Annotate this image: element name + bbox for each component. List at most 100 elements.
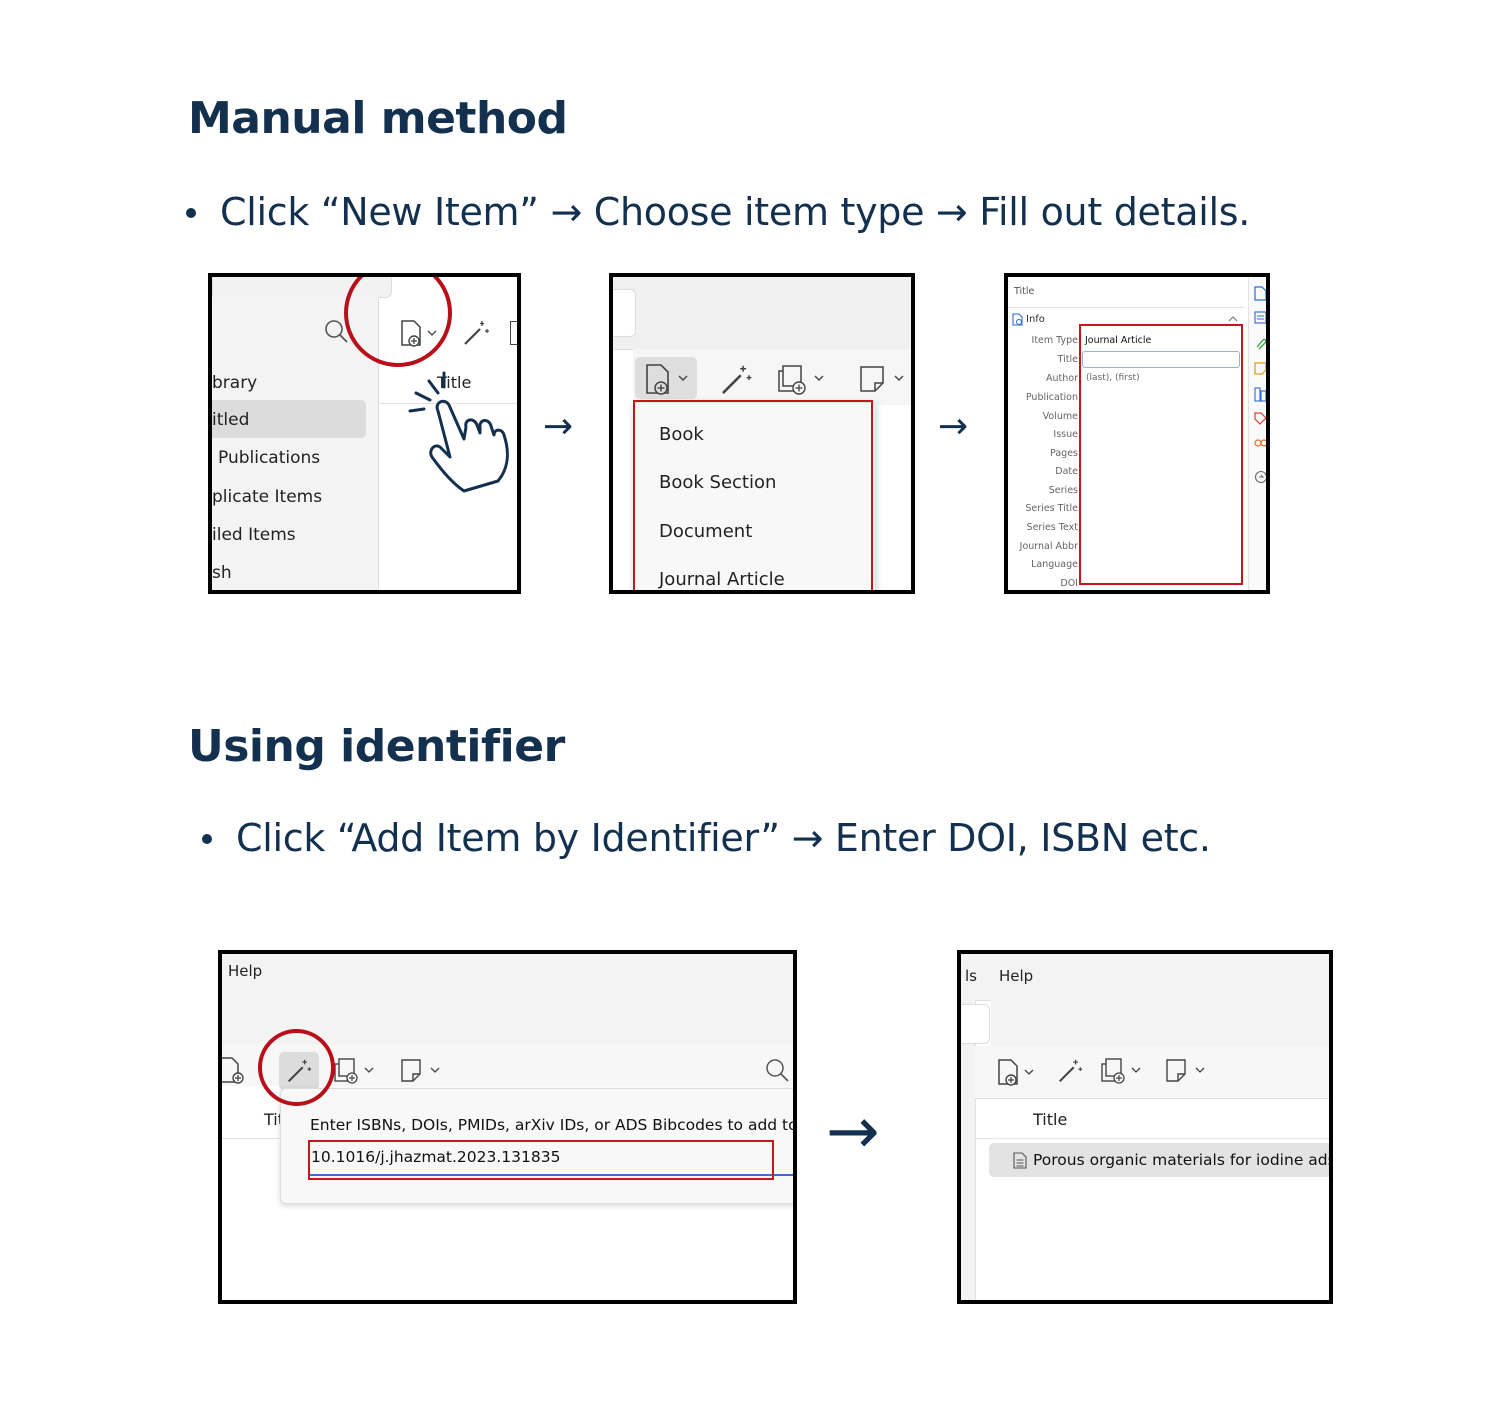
- menu-item-journal-article[interactable]: Journal Article: [659, 569, 785, 590]
- notes-icon[interactable]: [1254, 362, 1267, 375]
- author-value[interactable]: (last), (first): [1086, 373, 1140, 383]
- toolbar-area: [613, 277, 911, 350]
- field-label-doi: DOI: [1060, 578, 1078, 589]
- item-type-dropdown: [635, 403, 875, 590]
- new-item-icon[interactable]: [222, 1056, 250, 1086]
- magic-wand-icon[interactable]: [717, 361, 755, 399]
- identifier-input[interactable]: 10.1016/j.jhazmat.2023.131835: [308, 1142, 793, 1176]
- toolbar-strip: [975, 1046, 1329, 1099]
- bullet-identifier-text: Click “Add Item by Identifier” → Enter D…: [236, 816, 1211, 860]
- highlight-rect-menu: [633, 400, 873, 590]
- sidebar-item-library[interactable]: brary: [212, 373, 258, 393]
- add-attachment-icon[interactable]: [775, 363, 833, 397]
- arrow-2: →: [938, 406, 969, 447]
- related-icon[interactable]: [1254, 437, 1268, 449]
- field-label-journal-abbr: Journal Abbr: [1019, 541, 1078, 552]
- bullet-manual-steps: Click “New Item” → Choose item type → Fi…: [186, 190, 1250, 234]
- magic-wand-icon[interactable]: [460, 317, 492, 349]
- pane-sidebar: [1248, 277, 1268, 590]
- menu-help[interactable]: Help: [999, 967, 1034, 985]
- identifier-popup: [280, 1088, 793, 1204]
- bullet-manual-text: Click “New Item” → Choose item type → Fi…: [220, 190, 1250, 234]
- tags-icon[interactable]: [1254, 412, 1267, 425]
- add-attachment-icon[interactable]: [332, 1056, 380, 1086]
- bullet-dot: [202, 833, 212, 844]
- magic-wand-icon[interactable]: [1055, 1056, 1085, 1086]
- sidebar: brary itled Publications plicate Items i…: [212, 297, 379, 590]
- sidebar-selected-bg: [212, 400, 366, 438]
- title-input[interactable]: [1082, 351, 1240, 368]
- menu-item-book[interactable]: Book: [659, 424, 704, 445]
- collapse-chevron-icon[interactable]: [1227, 315, 1239, 323]
- bullet-dot: [186, 207, 196, 218]
- info-pane-icon[interactable]: [1254, 286, 1267, 301]
- menubar: [961, 954, 1329, 1001]
- highlight-circle-new-item: [344, 277, 452, 367]
- abstract-icon[interactable]: [1254, 311, 1267, 324]
- menu-help[interactable]: Help: [228, 962, 263, 980]
- field-label-item-type: Item Type: [1031, 335, 1078, 346]
- new-note-icon[interactable]: [857, 363, 913, 397]
- column-header-title[interactable]: Title: [1033, 1110, 1068, 1129]
- item-type-value[interactable]: Journal Article: [1085, 335, 1152, 346]
- field-label-author: Author: [1046, 373, 1078, 384]
- search-strip: [991, 1000, 1329, 1047]
- field-label-pages: Pages: [1050, 448, 1078, 459]
- heading-using-identifier: Using identifier: [188, 721, 565, 772]
- locate-icon[interactable]: [1254, 470, 1268, 484]
- item-row-selected[interactable]: [989, 1143, 1329, 1177]
- add-attachment-icon[interactable]: [1099, 1056, 1147, 1086]
- screenshot-item-added: ls Help Title Porous organic materials f…: [957, 950, 1333, 1304]
- column-header-title[interactable]: Tit: [264, 1110, 284, 1129]
- sidebar-item-publications[interactable]: Publications: [218, 448, 321, 468]
- heading-manual-method: Manual method: [188, 93, 568, 144]
- arrow-3: →: [826, 1095, 880, 1169]
- menubar: [222, 954, 793, 995]
- screenshot-item-type-menu: Book Book Section Document Journal Artic…: [609, 273, 915, 594]
- sidebar-item-untitled[interactable]: itled: [212, 410, 250, 430]
- new-item-icon[interactable]: [995, 1058, 1039, 1088]
- attachment-icon[interactable]: [1254, 337, 1267, 350]
- new-note-icon[interactable]: [1163, 1056, 1211, 1086]
- menu-item-document[interactable]: Document: [659, 521, 753, 542]
- sidebar-edge: [961, 1000, 976, 1300]
- search-icon[interactable]: [324, 319, 350, 345]
- libraries-icon[interactable]: [1254, 387, 1267, 402]
- info-icon: [1012, 313, 1023, 326]
- screenshot-item-info: Title Info Item Type Title Author Public…: [1004, 273, 1270, 594]
- field-label-title: Title: [1057, 354, 1078, 365]
- sidebar-item-trash[interactable]: sh: [212, 563, 232, 583]
- attach-icon-partial[interactable]: [510, 321, 517, 345]
- sidebar-item-duplicate-items[interactable]: plicate Items: [212, 487, 323, 507]
- info-header: Title: [1014, 286, 1035, 297]
- info-section-label[interactable]: Info: [1026, 314, 1045, 325]
- field-label-publication: Publication: [1025, 392, 1078, 403]
- column-header-title[interactable]: Title: [437, 373, 472, 392]
- field-label-series: Series: [1048, 485, 1078, 496]
- highlight-rect-fields: [1079, 324, 1243, 585]
- field-label-volume: Volume: [1042, 411, 1078, 422]
- menu-tools-partial[interactable]: ls: [965, 967, 977, 985]
- journal-article-icon: [1013, 1152, 1027, 1169]
- header-divider: [975, 1138, 1329, 1139]
- search-bar: [613, 289, 636, 337]
- screenshot-new-item: brary itled Publications plicate Items i…: [208, 273, 521, 594]
- field-label-date: Date: [1055, 466, 1078, 477]
- bullet-identifier-steps: Click “Add Item by Identifier” → Enter D…: [202, 816, 1211, 860]
- pointer-hand-icon: [408, 371, 509, 493]
- screenshot-add-by-identifier: Help Tit Enter ISBNs, DOIs, PMIDs, arXiv…: [218, 950, 797, 1304]
- search-icon[interactable]: [764, 1058, 794, 1084]
- field-label-language: Language: [1031, 559, 1078, 570]
- identifier-input-value: 10.1016/j.jhazmat.2023.131835: [311, 1148, 561, 1166]
- menu-item-book-section[interactable]: Book Section: [659, 472, 777, 493]
- field-label-series-title: Series Title: [1025, 503, 1078, 514]
- item-title[interactable]: Porous organic materials for iodine adso: [1033, 1151, 1333, 1169]
- new-note-icon[interactable]: [398, 1056, 446, 1086]
- new-item-icon[interactable]: [643, 363, 693, 397]
- identifier-prompt: Enter ISBNs, DOIs, PMIDs, arXiv IDs, or …: [310, 1116, 797, 1134]
- field-labels: Item Type Title Author Publication Volum…: [1008, 333, 1078, 590]
- sidebar-item-unfiled-items[interactable]: iled Items: [212, 525, 296, 545]
- highlight-circle-identifier: [258, 1029, 335, 1106]
- header-divider: [1008, 307, 1244, 308]
- items-divider: [222, 1138, 282, 1139]
